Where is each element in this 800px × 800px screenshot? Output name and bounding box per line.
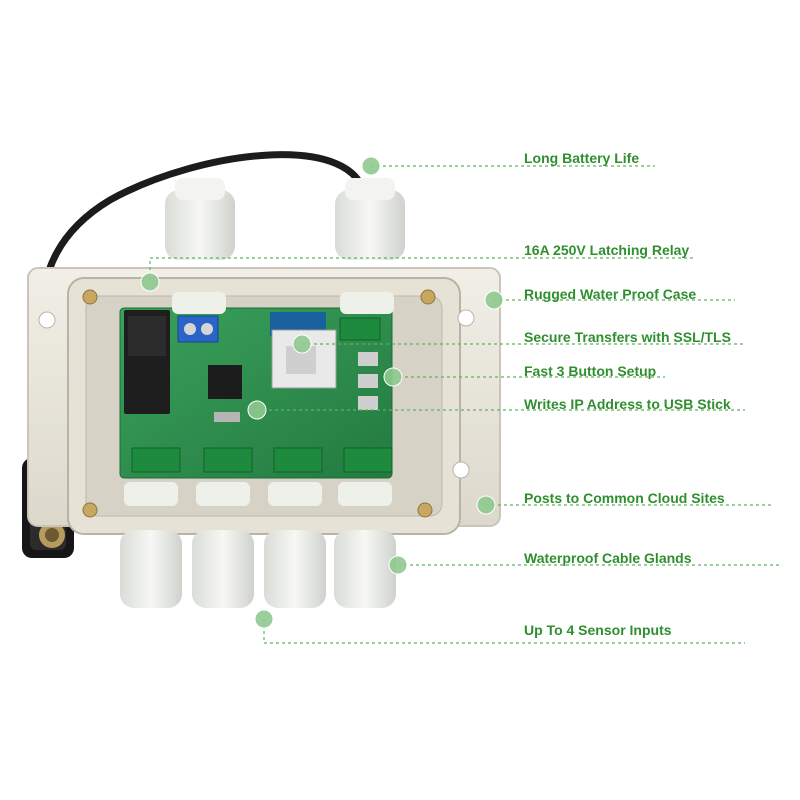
- feature-label-water-proof-case: Rugged Water Proof Case: [524, 286, 697, 302]
- inner-gland-nuts: [124, 292, 394, 506]
- marker-dot-5: [247, 400, 267, 420]
- marker-dot-0: [361, 156, 381, 176]
- marker-dot-3: [292, 334, 312, 354]
- feature-label-latching-relay: 16A 250V Latching Relay: [524, 242, 690, 258]
- marker-dot-4: [383, 367, 403, 387]
- leader-line-8: [263, 619, 745, 644]
- feature-leader-lines: [140, 156, 782, 644]
- feature-label-ip-address-usb: Writes IP Address to USB Stick: [524, 396, 731, 412]
- feature-label-long-battery-life: Long Battery Life: [524, 150, 640, 166]
- feature-label-sensor-inputs: Up To 4 Sensor Inputs: [524, 622, 672, 638]
- feature-label-cloud-sites: Posts to Common Cloud Sites: [524, 490, 725, 506]
- marker-dot-7: [388, 555, 408, 575]
- feature-label-ssl-tls: Secure Transfers with SSL/TLS: [524, 329, 731, 345]
- marker-dot-8: [254, 609, 274, 629]
- marker-dot-1: [140, 272, 160, 292]
- bottom-cable-glands: [120, 530, 396, 608]
- top-cable-glands: [165, 178, 405, 260]
- mounting-holes: [38, 289, 475, 518]
- marker-dot-2: [484, 290, 504, 310]
- circuit-board: [119, 307, 393, 479]
- marker-dot-6: [476, 495, 496, 515]
- feature-label-cable-glands: Waterproof Cable Glands: [524, 550, 692, 566]
- microcontroller: [208, 365, 242, 399]
- feature-label-button-setup: Fast 3 Button Setup: [524, 363, 657, 379]
